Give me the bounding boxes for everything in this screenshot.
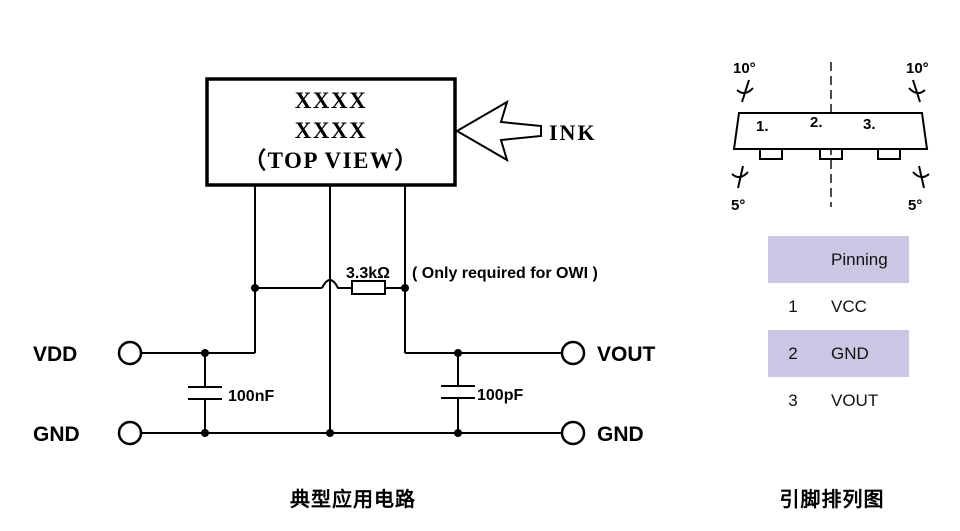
- resistor-body: [351, 280, 386, 295]
- junction-dots: [201, 284, 462, 437]
- cap-100pF-label: 100pF: [477, 387, 523, 404]
- pin-table-header-empty-cell: [768, 236, 818, 283]
- ic-label-line3: （TOP VIEW）: [243, 147, 419, 173]
- lead-angle-marks: [731, 79, 930, 189]
- ic-box-outline: [205, 77, 457, 187]
- ic-label-line1: XXXX: [295, 88, 367, 113]
- gnd-left-label: GND: [33, 423, 80, 446]
- angle-bottom-right-label: 5°: [908, 197, 922, 214]
- package-pin3: [877, 149, 901, 160]
- angle-top-left-label: 10°: [733, 60, 756, 77]
- package-pin3-number: 3.: [863, 116, 876, 133]
- pin-table: Pinning 1 VCC 2 GND 3 VOUT: [768, 236, 909, 424]
- ic-box: XXXX XXXX （TOP VIEW）: [205, 77, 457, 187]
- angle-top-right-label: 10°: [906, 60, 929, 77]
- capacitor-100pF: [441, 353, 475, 433]
- circuit-wires: [141, 185, 562, 434]
- ink-label: INK: [549, 120, 597, 145]
- pin-number-cell: 3: [788, 390, 798, 410]
- package-body: [732, 112, 929, 150]
- pin-table-row: 3 VOUT: [768, 377, 909, 424]
- pin-number-cell: 1: [788, 296, 798, 316]
- resistor-label: 3.3kΩ: [346, 265, 390, 282]
- angle-bottom-left-label: 5°: [731, 197, 745, 214]
- pin-table-header-label: Pinning: [818, 236, 909, 283]
- package-pin2-number: 2.: [810, 114, 823, 131]
- ink-arrow-icon: [455, 99, 542, 163]
- cap-100nF-label: 100nF: [228, 388, 274, 405]
- vout-terminal: [560, 340, 586, 366]
- package-pin2: [819, 149, 843, 160]
- package-pin1: [759, 149, 783, 160]
- pin-table-row: 1 VCC: [768, 283, 909, 330]
- package-drawing: 10° 10° 5° 5° 1. 2. 3.: [731, 60, 930, 214]
- ic-label-line2: XXXX: [295, 118, 367, 143]
- pin-number-cell: 2: [768, 330, 818, 377]
- vdd-terminal: [117, 340, 143, 366]
- circuit-caption: 典型应用电路: [290, 489, 416, 511]
- capacitor-100nF: [188, 353, 222, 433]
- pin-table-header-row: Pinning: [768, 236, 909, 283]
- owi-note: ( Only required for OWI ): [412, 265, 598, 282]
- pin-name-cell: VCC: [831, 296, 867, 316]
- pin-name-cell: GND: [818, 330, 909, 377]
- gnd-left-terminal: [117, 420, 143, 446]
- pinout-caption: 引脚排列图: [779, 489, 885, 511]
- vout-label: VOUT: [597, 343, 656, 366]
- gnd-right-terminal: [560, 420, 586, 446]
- pin-name-cell: VOUT: [831, 390, 879, 410]
- package-pin1-number: 1.: [756, 118, 769, 135]
- vdd-label: VDD: [33, 343, 77, 366]
- gnd-right-label: GND: [597, 423, 644, 446]
- pin-table-row: 2 GND: [768, 330, 909, 377]
